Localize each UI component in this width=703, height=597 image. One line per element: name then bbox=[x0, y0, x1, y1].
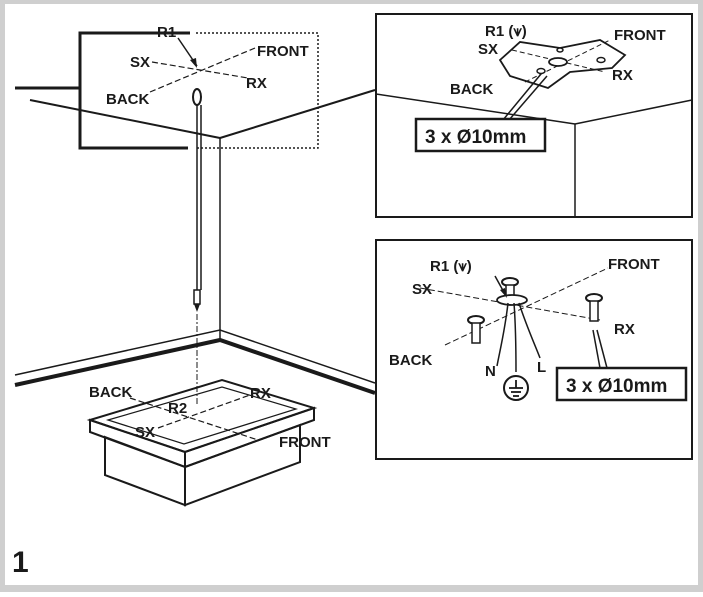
ceiling-edge-line bbox=[29, 99, 221, 139]
detail-wiring-leader-1 bbox=[592, 329, 601, 369]
detail-wiring-rx-label: RX bbox=[614, 321, 635, 338]
zoom-box bbox=[196, 32, 319, 149]
ceiling-bracket-top bbox=[15, 31, 190, 90]
detail-ceiling-front-label: FRONT bbox=[614, 27, 666, 44]
center-hole bbox=[548, 57, 568, 67]
detail-ceiling-sx-label: SX bbox=[478, 41, 498, 58]
wiring-r1-arrowhead bbox=[500, 288, 507, 298]
wire-live bbox=[518, 302, 541, 359]
detail-wiring-leader-2 bbox=[596, 329, 608, 369]
floor-edge-line-inner bbox=[14, 329, 376, 384]
wire-earth bbox=[513, 302, 517, 373]
detail-wiring-hole-box bbox=[555, 366, 688, 402]
detail-wiring-panel: N L R1 (⩛) SX FRONT RX BACK 3 x Ø10mm bbox=[375, 239, 693, 460]
figure-number: 1 bbox=[12, 546, 29, 579]
detail-ceiling-edge-right bbox=[574, 99, 693, 125]
r1-arrowhead bbox=[190, 58, 197, 68]
detail-ceiling-leader-1 bbox=[502, 73, 542, 121]
main-r2-label: R2 bbox=[168, 400, 187, 417]
detail-wiring-hole-spec: 3 x Ø10mm bbox=[566, 376, 667, 397]
main-ceiling-rx-label: RX bbox=[246, 75, 267, 92]
detail-ceiling-leader-2 bbox=[508, 75, 548, 121]
detail-ceiling-hole-spec: 3 x Ø10mm bbox=[425, 127, 526, 148]
hole-back bbox=[536, 67, 546, 75]
back-screw-shank bbox=[471, 322, 481, 344]
detail-wiring-sx-label: SX bbox=[412, 281, 432, 298]
ceiling-bracket-bottom bbox=[78, 88, 188, 150]
cable-grommet bbox=[496, 294, 528, 306]
main-ceiling-back-label: BACK bbox=[106, 91, 149, 108]
rx-screw-shank bbox=[589, 300, 599, 322]
hole-front bbox=[556, 47, 564, 53]
main-r1-label: R1 bbox=[157, 24, 176, 41]
detail-ceiling-rx-label: RX bbox=[612, 67, 633, 84]
cabinet-right bbox=[184, 423, 301, 507]
plumb-tip bbox=[194, 304, 200, 312]
hob-front-right bbox=[184, 406, 315, 469]
detail-wiring-back-label: BACK bbox=[389, 352, 432, 369]
detail-wiring-front-label: FRONT bbox=[608, 256, 660, 273]
main-ceiling-front-label: FRONT bbox=[257, 43, 309, 60]
ceiling-edge-line-right bbox=[219, 89, 376, 139]
main-ceiling-sx-label: SX bbox=[130, 54, 150, 71]
mounting-template bbox=[498, 39, 627, 89]
detail-wiring-r1-label: R1 (⩛) bbox=[430, 258, 472, 275]
wire-neutral bbox=[496, 302, 509, 367]
detail-wiring-frame bbox=[375, 239, 693, 460]
floor-axis-sx-rx bbox=[157, 394, 251, 429]
hole-rx bbox=[596, 56, 606, 64]
main-floor-sx-label: SX bbox=[135, 424, 155, 441]
detail-ceiling-frame bbox=[375, 13, 693, 218]
main-floor-front-label: FRONT bbox=[279, 434, 331, 451]
main-room-scene: R1 SX RX BACK FRONT BACK RX R2 SX FRONT bbox=[14, 24, 376, 507]
detail-ceiling-r1-label: R1 (⩛) bbox=[485, 23, 527, 40]
detail-ceiling-hole-box bbox=[414, 117, 547, 153]
wire-l-label: L bbox=[537, 359, 546, 376]
main-floor-rx-label: RX bbox=[250, 385, 271, 402]
detail-ceiling-back-label: BACK bbox=[450, 81, 493, 98]
hob-inner bbox=[105, 386, 299, 445]
wire-n-label: N bbox=[485, 363, 496, 380]
floor-edge-line bbox=[14, 337, 376, 395]
floor-axis-back-front bbox=[129, 397, 259, 441]
detail-ceiling-panel: R1 (⩛) SX FRONT RX BACK 3 x Ø10mm bbox=[375, 13, 693, 218]
ceiling-axis-back-front bbox=[149, 47, 256, 93]
main-floor-back-label: BACK bbox=[89, 384, 132, 401]
ceiling-axis-sx-rx bbox=[151, 61, 249, 79]
